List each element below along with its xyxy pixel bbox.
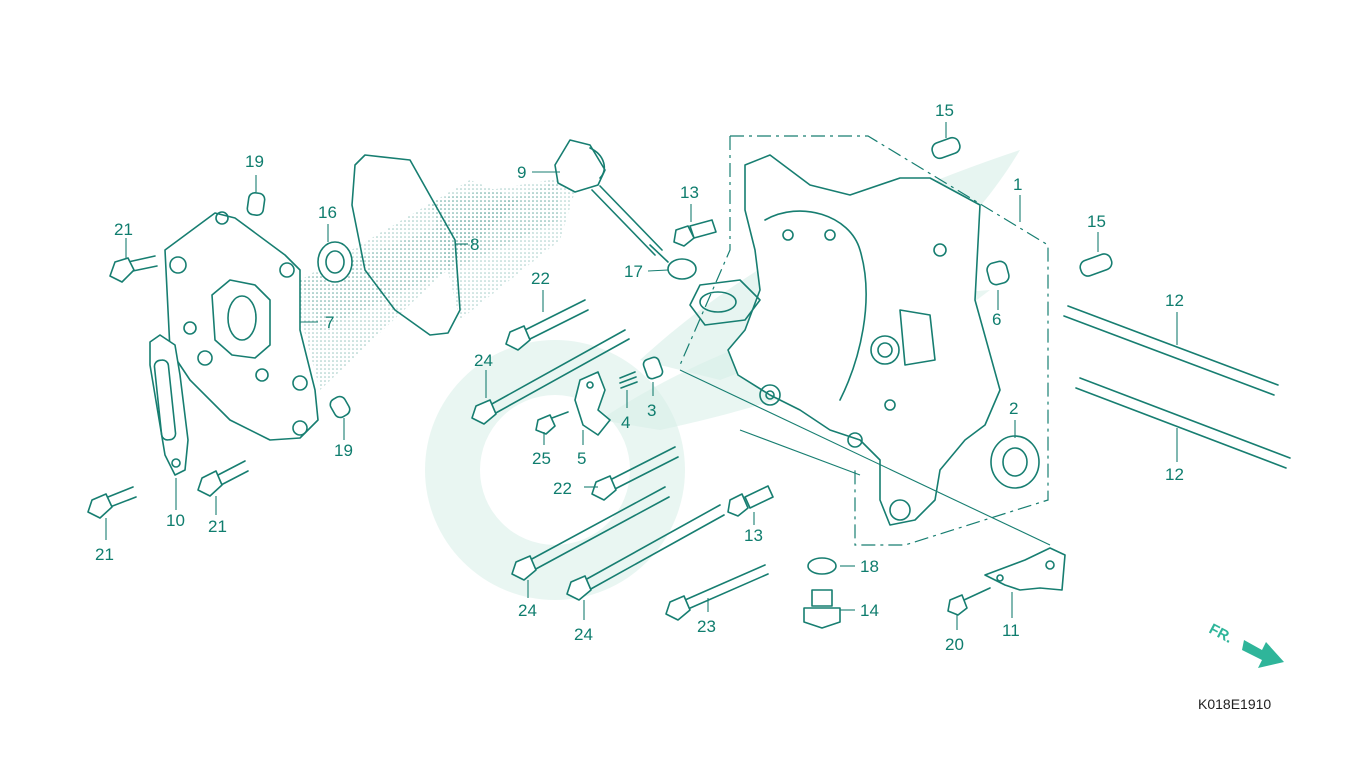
stud-part-12 <box>1063 305 1291 469</box>
shading-right <box>430 175 580 320</box>
callout-21b: 21 <box>95 545 114 564</box>
callout-15b: 15 <box>1087 212 1106 231</box>
callout-17: 17 <box>624 262 643 281</box>
callout-14: 14 <box>860 601 879 620</box>
callout-24a: 24 <box>474 351 493 370</box>
callout-18: 18 <box>860 557 879 576</box>
front-direction-indicator: FR. <box>1206 621 1284 668</box>
crankcase-part-1 <box>689 154 1001 526</box>
callout-1: 1 <box>1013 175 1022 194</box>
callout-13b: 13 <box>744 526 763 545</box>
bolt-part-20 <box>947 587 991 616</box>
bracket-part-10 <box>149 334 189 476</box>
front-direction-label: FR. <box>1206 621 1235 647</box>
dowel-pin-part-19 <box>246 191 351 419</box>
washer-part-18 <box>807 557 837 575</box>
callout-15a: 15 <box>935 101 954 120</box>
callout-25: 25 <box>532 449 551 468</box>
callout-labels: 1 2 3 4 5 6 7 8 9 10 11 12 12 13 13 14 1… <box>95 101 1184 654</box>
dipstick-part-9 <box>554 139 669 263</box>
callout-22a: 22 <box>531 269 550 288</box>
bolt-part-13-lower <box>727 485 774 517</box>
callout-12b: 12 <box>1165 465 1184 484</box>
long-bolts <box>471 299 769 621</box>
callout-10: 10 <box>166 511 185 530</box>
callout-21c: 21 <box>208 517 227 536</box>
callout-5: 5 <box>577 449 586 468</box>
callout-21a: 21 <box>114 220 133 239</box>
gasket-part-8 <box>351 154 461 336</box>
callout-19a: 19 <box>245 152 264 171</box>
bolt-part-21 <box>87 255 249 519</box>
callout-6: 6 <box>992 310 1001 329</box>
diagram-code: K018E1910 <box>1198 696 1271 712</box>
small-parts <box>535 356 664 436</box>
callout-24c: 24 <box>574 625 593 644</box>
callout-20: 20 <box>945 635 964 654</box>
bearing-part-2 <box>990 435 1040 489</box>
collar-part-6 <box>986 260 1010 286</box>
callout-24b: 24 <box>518 601 537 620</box>
callout-23: 23 <box>697 617 716 636</box>
assembly-frame <box>679 135 1049 546</box>
callout-19b: 19 <box>334 441 353 460</box>
callout-2: 2 <box>1009 399 1018 418</box>
leader-lines <box>105 122 1178 630</box>
callout-16: 16 <box>318 203 337 222</box>
callout-9: 9 <box>517 163 526 182</box>
oil-seal-part-16 <box>317 241 353 283</box>
callout-8: 8 <box>470 235 479 254</box>
washer-part-17 <box>667 258 697 280</box>
callout-3: 3 <box>647 401 656 420</box>
callout-4: 4 <box>621 413 630 432</box>
dowel-pin-part-15 <box>931 136 1113 277</box>
callout-22b: 22 <box>553 479 572 498</box>
callout-13a: 13 <box>680 183 699 202</box>
left-cover-part <box>164 211 319 441</box>
bracket-part-11 <box>984 547 1066 591</box>
drain-bolt-part-14 <box>803 589 841 629</box>
callout-12a: 12 <box>1165 291 1184 310</box>
callout-11: 11 <box>1002 621 1020 640</box>
front-arrow-icon <box>1242 640 1284 668</box>
bolt-part-13-upper <box>673 219 717 247</box>
callout-7: 7 <box>325 313 334 332</box>
